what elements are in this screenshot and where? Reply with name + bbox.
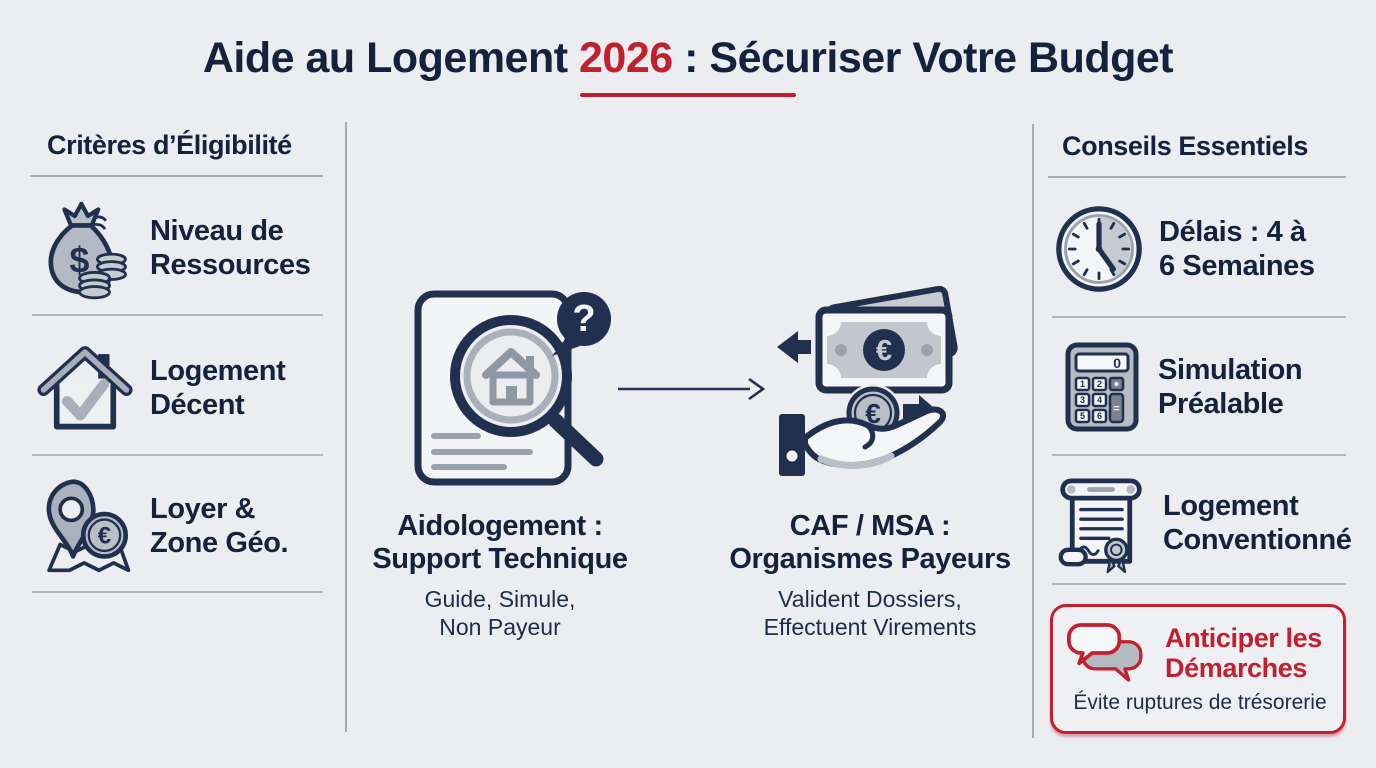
- svg-text:=: =: [1113, 403, 1119, 415]
- svg-text:1: 1: [1080, 379, 1085, 389]
- flow-target-label: CAF / MSA : Organismes Payeurs Valident …: [715, 510, 1025, 641]
- flow-target-subtitle: Valident Dossiers, Effectuent Virements: [763, 586, 977, 640]
- svg-text:2: 2: [1097, 379, 1102, 389]
- eligibility-item-resources: $ Niveau de Ressources: [40, 190, 340, 305]
- item-label: Simulation Préalable: [1158, 354, 1303, 420]
- svg-text:6: 6: [1097, 411, 1102, 421]
- svg-text:€: €: [98, 522, 111, 549]
- page-title-part2: : Sécuriser Votre Budget: [672, 34, 1174, 82]
- speech-bubbles-icon: [1067, 621, 1153, 685]
- alert-header: Anticiper les Démarches: [1067, 621, 1333, 685]
- money-hand-icon: € €: [775, 282, 965, 482]
- right-column-divider: [1032, 124, 1034, 738]
- certificate-scroll-icon: [1055, 473, 1147, 573]
- svg-text:3: 3: [1080, 395, 1085, 405]
- divider: [32, 591, 323, 593]
- flow-source-title: Aidologement : Support Technique: [372, 510, 628, 575]
- flow-source-label: Aidologement : Support Technique Guide, …: [355, 510, 645, 641]
- divider: [32, 454, 323, 456]
- page-title: Aide au Logement 2026 : Sécuriser Votre …: [0, 34, 1376, 83]
- alert-box: Anticiper les Démarches Évite ruptures d…: [1050, 604, 1346, 734]
- svg-text:5: 5: [1080, 411, 1085, 421]
- item-label: Logement Conventionné: [1163, 490, 1352, 556]
- page-title-year: 2026: [579, 34, 673, 82]
- divider: [30, 175, 323, 177]
- eligibility-item-decent-housing: Logement Décent: [36, 330, 336, 445]
- item-label: Délais : 4 à 6 Semaines: [1159, 216, 1315, 282]
- left-panel-header: Critères d’Éligibilité: [47, 130, 292, 160]
- advice-item-delays: Délais : 4 à 6 Semaines: [1055, 198, 1347, 300]
- left-column-divider: [345, 122, 347, 732]
- flow-target-title: CAF / MSA : Organismes Payeurs: [729, 510, 1011, 575]
- advice-item-simulation: 0 1 2 3 4 5 6 = Simulation Préalable: [1062, 338, 1347, 436]
- map-pin-euro-icon: €: [38, 478, 134, 574]
- item-label: Loyer & Zone Géo.: [150, 492, 289, 559]
- svg-text:€: €: [865, 398, 881, 429]
- eligibility-item-rent-zone: € Loyer & Zone Géo.: [38, 468, 338, 583]
- divider: [1052, 454, 1346, 456]
- svg-text:€: €: [876, 335, 892, 367]
- item-label: Logement Décent: [150, 354, 286, 421]
- svg-text:$: $: [70, 240, 90, 280]
- alert-title: Anticiper les Démarches: [1165, 623, 1322, 683]
- money-bag-icon: $: [40, 196, 134, 300]
- svg-text:?: ?: [572, 298, 595, 340]
- svg-text:4: 4: [1097, 395, 1102, 405]
- title-underline: [580, 93, 796, 97]
- page-title-part1: Aide au Logement: [202, 34, 580, 82]
- right-panel-header: Conseils Essentiels: [1062, 131, 1309, 161]
- item-label: Niveau de Ressources: [150, 214, 311, 281]
- document-magnifier-icon: ?: [408, 286, 638, 491]
- divider: [1052, 316, 1346, 318]
- alert-note: Évite ruptures de trésorerie: [1073, 691, 1327, 714]
- divider: [32, 314, 323, 316]
- svg-text:0: 0: [1113, 355, 1121, 371]
- house-check-icon: [36, 342, 134, 434]
- clock-icon: [1055, 205, 1143, 293]
- divider: [1048, 176, 1346, 178]
- calculator-icon: 0 1 2 3 4 5 6 =: [1062, 341, 1142, 433]
- divider: [1052, 583, 1346, 585]
- flow-arrow-icon: [616, 376, 768, 402]
- advice-item-conventionne: Logement Conventionné: [1055, 472, 1352, 574]
- flow-source-subtitle: Guide, Simule, Non Payeur: [424, 586, 576, 640]
